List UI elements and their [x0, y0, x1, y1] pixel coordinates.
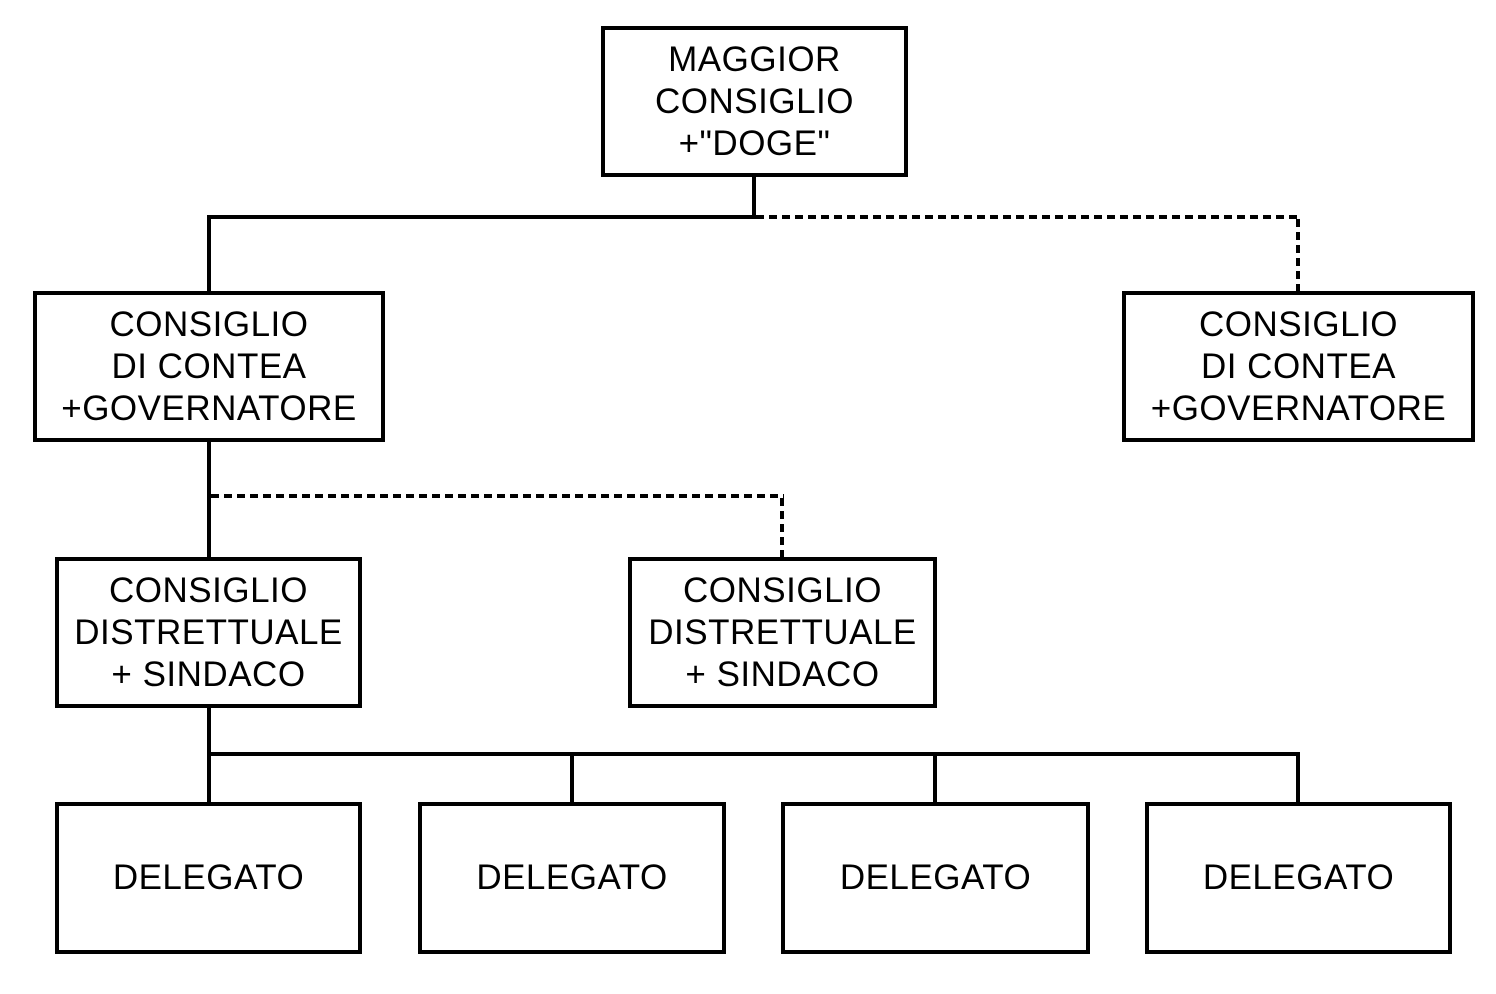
node-label: CONSIGLIO DI CONTEA +GOVERNATORE: [61, 304, 357, 428]
node-consiglio-distrettuale-right: CONSIGLIO DISTRETTUALE + SINDACO: [628, 557, 937, 708]
node-label: DELEGATO: [476, 858, 668, 897]
node-label: DELEGATO: [839, 858, 1032, 897]
node-delegato-2: DELEGATO: [418, 802, 726, 954]
node-label: CONSIGLIO DISTRETTUALE + SINDACO: [74, 570, 343, 694]
node-delegato-3: DELEGATO: [781, 802, 1090, 954]
node-consiglio-distrettuale-left: CONSIGLIO DISTRETTUALE + SINDACO: [55, 557, 362, 708]
node-label: DELEGATO: [112, 858, 305, 897]
node-delegato-4: DELEGATO: [1145, 802, 1452, 954]
node-maggior-consiglio: MAGGIOR CONSIGLIO +"DOGE": [601, 26, 908, 177]
node-consiglio-di-contea-right: CONSIGLIO DI CONTEA +GOVERNATORE: [1122, 291, 1475, 442]
node-delegato-1: DELEGATO: [55, 802, 362, 954]
node-consiglio-di-contea-left: CONSIGLIO DI CONTEA +GOVERNATORE: [33, 291, 385, 442]
node-label: CONSIGLIO DISTRETTUALE + SINDACO: [648, 570, 917, 694]
node-label: CONSIGLIO DI CONTEA +GOVERNATORE: [1150, 304, 1447, 428]
node-label: MAGGIOR CONSIGLIO +"DOGE": [655, 39, 854, 163]
node-label: DELEGATO: [1202, 858, 1395, 897]
